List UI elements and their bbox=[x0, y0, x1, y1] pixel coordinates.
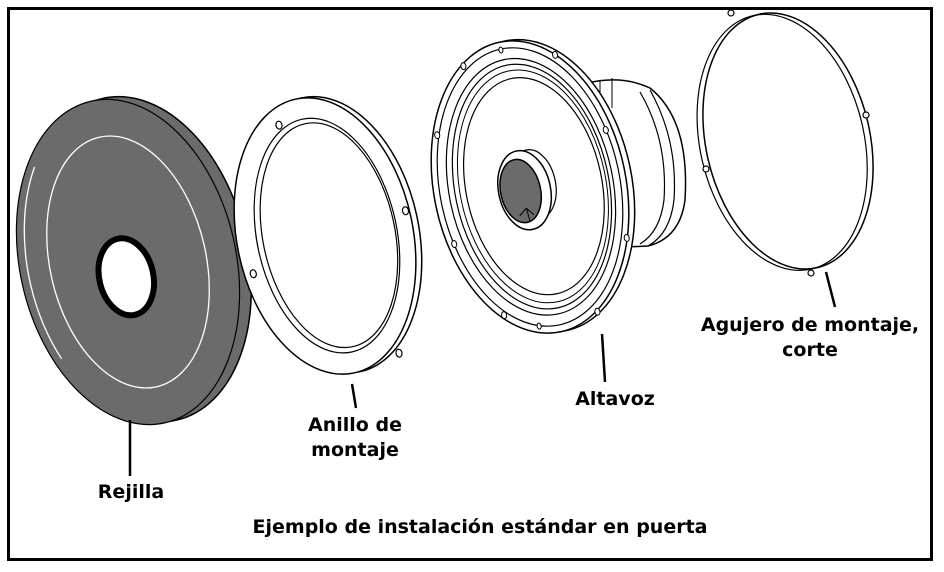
mounting-hole-cutout bbox=[696, 9, 874, 277]
speaker bbox=[430, 38, 687, 334]
speaker-leader-line bbox=[600, 333, 607, 383]
mounting-ring-label-line2: montaje bbox=[311, 439, 399, 461]
mounting-ring-label-line1: Anillo de bbox=[308, 414, 402, 436]
mounting-ring bbox=[233, 95, 423, 375]
speaker-label: Altavoz bbox=[575, 388, 655, 410]
grille-label: Rejilla bbox=[97, 481, 165, 503]
cutout-leader-line bbox=[824, 271, 837, 308]
mounting-ring-label: Anillo de montaje bbox=[290, 413, 420, 463]
cutout-label: Agujero de montaje, corte bbox=[700, 313, 920, 363]
cutout-label-line2: corte bbox=[782, 339, 838, 361]
grille bbox=[15, 95, 253, 426]
mounting-ring-leader-line bbox=[350, 383, 358, 409]
cutout-label-line1: Agujero de montaje, bbox=[700, 314, 920, 336]
figure-caption: Ejemplo de instalación estándar en puert… bbox=[252, 516, 708, 538]
